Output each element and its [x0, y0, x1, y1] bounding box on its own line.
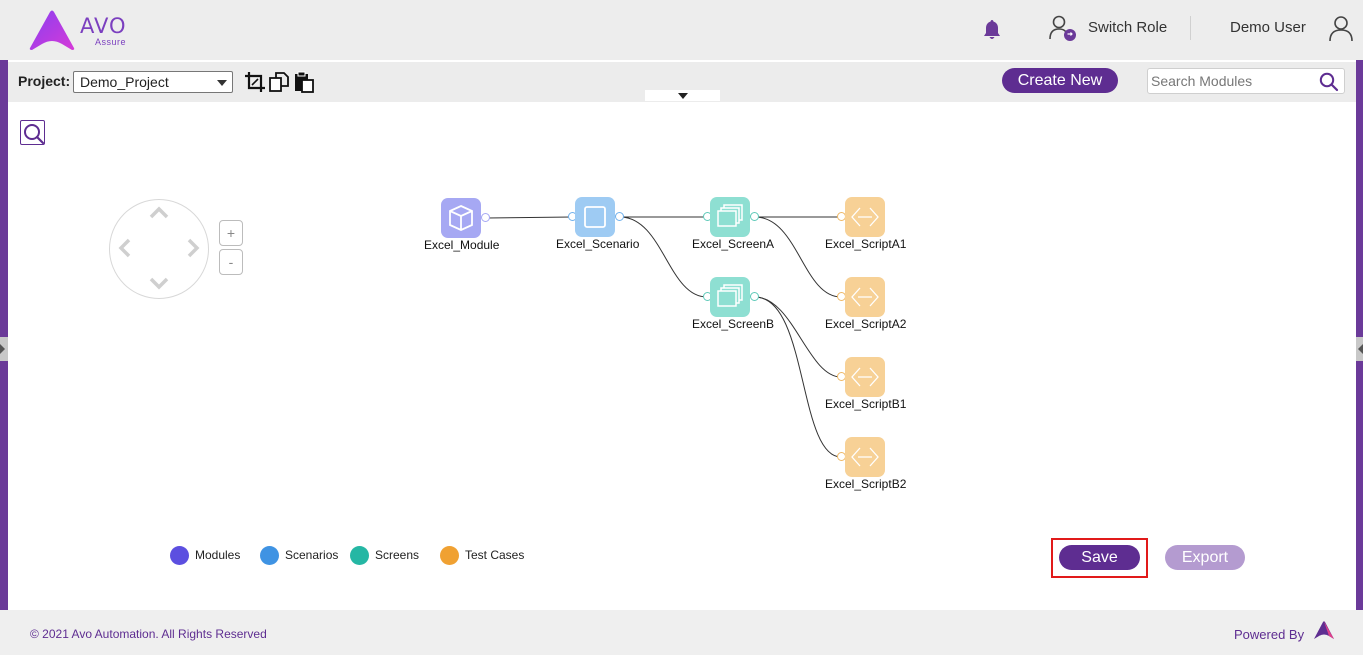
project-select[interactable]: Demo_Project	[73, 71, 233, 93]
pan-left-icon[interactable]	[118, 238, 131, 258]
copy-icon[interactable]	[268, 71, 290, 93]
code-icon	[851, 447, 879, 467]
caret-down-icon	[678, 93, 688, 99]
logo-subtext: Assure	[95, 37, 127, 47]
project-toolbar: Project: Demo_Project Create New	[8, 62, 1356, 102]
right-frame-bar	[1356, 60, 1363, 610]
legend-screens-label: Screens	[375, 548, 420, 562]
top-header: AVO Assure Switch Role Demo User	[0, 0, 1363, 60]
header-divider	[1190, 16, 1191, 40]
script-b1-node[interactable]	[845, 357, 885, 397]
screen-b-node[interactable]	[710, 277, 750, 317]
script-a2-node[interactable]	[845, 277, 885, 317]
square-icon	[584, 206, 606, 228]
create-new-button[interactable]: Create New	[1002, 68, 1118, 93]
avo-small-logo-icon	[1314, 621, 1334, 639]
legend-testcases-label: Test Cases	[465, 548, 525, 562]
scenario-out-port[interactable]	[615, 212, 624, 221]
user-name[interactable]: Demo User	[1230, 19, 1306, 36]
script-a1-node-label: Excel_ScriptA1	[825, 237, 907, 251]
screen-b-out-port[interactable]	[750, 292, 759, 301]
legend-scenarios-label: Scenarios	[285, 548, 339, 562]
search-modules-input[interactable]	[1151, 72, 1311, 90]
script-b2-node-label: Excel_ScriptB2	[825, 477, 907, 491]
chevron-down-icon	[217, 80, 227, 86]
code-icon	[851, 367, 879, 387]
script-b1-node-label: Excel_ScriptB1	[825, 397, 907, 411]
left-frame-bar	[0, 60, 8, 610]
project-select-value: Demo_Project	[80, 74, 169, 90]
legend-screens-dot	[350, 546, 369, 565]
right-panel-toggle[interactable]	[1356, 337, 1363, 361]
screens-icon	[717, 284, 743, 307]
script-a2-node-label: Excel_ScriptA2	[825, 317, 907, 331]
screen-a-node[interactable]	[710, 197, 750, 237]
code-icon	[851, 287, 879, 307]
project-label: Project:	[18, 73, 71, 89]
switch-role-label[interactable]: Switch Role	[1088, 19, 1168, 36]
screen-a-out-port[interactable]	[750, 212, 759, 221]
zoom-out-button[interactable]: -	[219, 249, 243, 275]
pan-navigation-pad[interactable]	[109, 199, 209, 299]
code-icon	[851, 207, 879, 227]
avo-logo-icon	[29, 10, 75, 50]
logo-text: AVO	[80, 14, 127, 38]
node-connectors	[486, 216, 842, 458]
paste-icon[interactable]	[293, 71, 315, 93]
search-icon	[24, 124, 45, 145]
footer: © 2021 Avo Automation. All Rights Reserv…	[0, 610, 1363, 655]
zoom-in-button[interactable]: +	[219, 220, 243, 246]
notification-bell-icon[interactable]	[980, 18, 1004, 42]
module-port[interactable]	[481, 213, 490, 222]
legend-modules-dot	[170, 546, 189, 565]
module-node-label: Excel_Module	[424, 238, 500, 252]
copyright-text: © 2021 Avo Automation. All Rights Reserv…	[30, 627, 267, 641]
canvas-search-button[interactable]	[20, 120, 45, 145]
save-highlight-frame	[1051, 538, 1148, 578]
mindmap-canvas[interactable]: + - Excel_Module Excel_Scenari	[8, 102, 1356, 610]
screens-icon	[717, 204, 743, 227]
toolbar-collapse-toggle[interactable]	[645, 90, 720, 101]
screen-a-node-label: Excel_ScreenA	[692, 237, 775, 251]
powered-by-text: Powered By	[1234, 627, 1305, 642]
cube-icon	[449, 205, 473, 231]
export-button[interactable]: Export	[1165, 545, 1245, 570]
save-button[interactable]: Save	[1059, 545, 1140, 570]
module-node[interactable]	[441, 198, 481, 238]
scenario-node-label: Excel_Scenario	[556, 237, 640, 251]
legend-testcases-dot	[440, 546, 459, 565]
search-icon[interactable]	[1319, 72, 1339, 92]
switch-role-icon[interactable]	[1048, 14, 1078, 42]
search-modules-box	[1147, 68, 1345, 94]
left-panel-toggle[interactable]	[0, 337, 8, 361]
screen-b-node-label: Excel_ScreenB	[692, 317, 775, 331]
scenario-node[interactable]	[575, 197, 615, 237]
script-a1-node[interactable]	[845, 197, 885, 237]
pan-down-icon[interactable]	[149, 277, 169, 290]
user-profile-icon[interactable]	[1327, 14, 1355, 42]
pan-right-icon[interactable]	[187, 238, 200, 258]
script-b2-node[interactable]	[845, 437, 885, 477]
legend-scenarios-dot	[260, 546, 279, 565]
pan-up-icon[interactable]	[149, 206, 169, 219]
legend-modules-label: Modules	[195, 548, 241, 562]
crop-icon[interactable]	[244, 71, 266, 93]
